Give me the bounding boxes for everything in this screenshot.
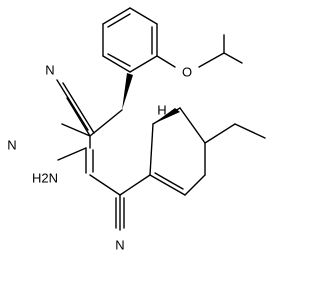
amino-label: H2N bbox=[32, 171, 58, 186]
stereo-wedge-bond bbox=[153, 108, 180, 124]
nitrile-n-label: N bbox=[115, 238, 124, 253]
nitrile-n-label: N bbox=[45, 63, 54, 78]
nitrile-n-label: N bbox=[7, 138, 16, 153]
bond-lines bbox=[56, 7, 266, 231]
molecule-structure: O N N N H2N H bbox=[7, 7, 266, 253]
stereo-wedge-bond bbox=[122, 73, 133, 110]
oxygen-label: O bbox=[182, 65, 192, 80]
stereo-h-label: H bbox=[157, 103, 166, 118]
